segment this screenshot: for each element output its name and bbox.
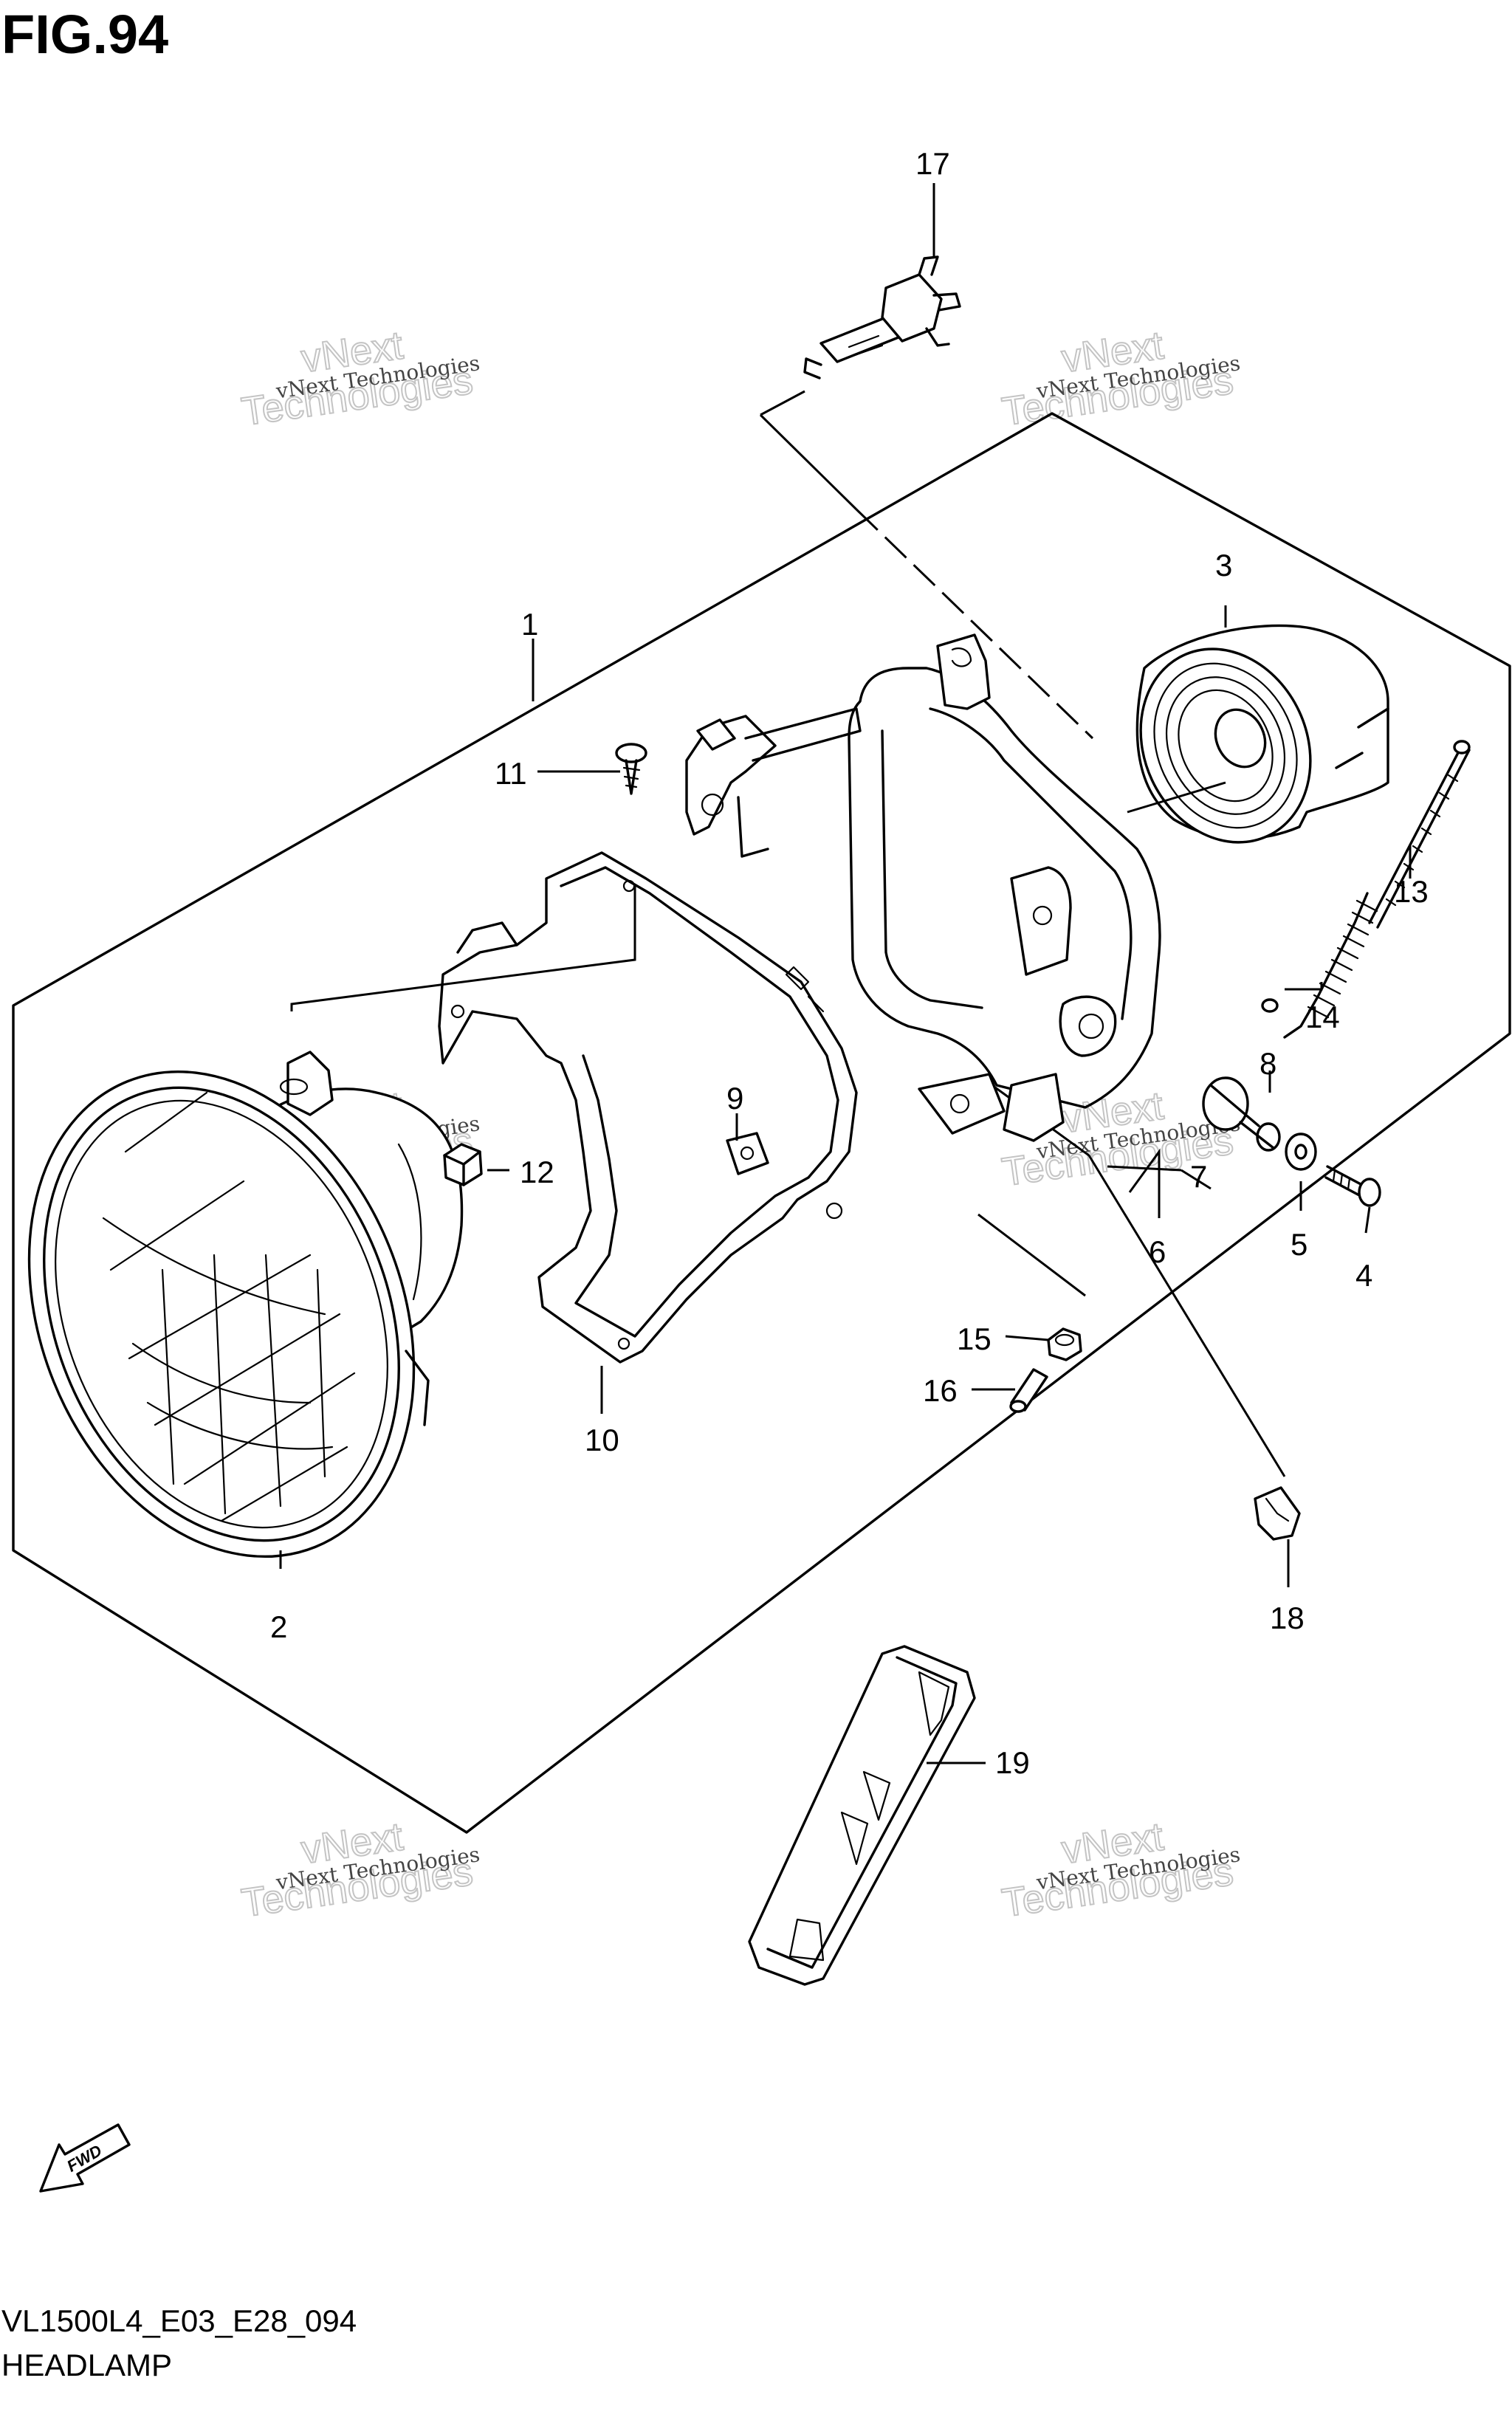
rubber-bushing xyxy=(1202,1076,1281,1152)
callout-15: 15 xyxy=(957,1322,992,1356)
bolt-4 xyxy=(1324,1165,1381,1207)
diagram-name: HEADLAMP xyxy=(1,2348,172,2382)
callout-11: 11 xyxy=(495,756,527,791)
model-code: VL1500L4_E03_E28_094 xyxy=(1,2303,357,2338)
bulb xyxy=(760,255,961,416)
callout-leaders xyxy=(279,183,1412,1764)
callout-14: 14 xyxy=(1305,1000,1340,1034)
callout-1: 1 xyxy=(521,607,538,642)
callout-6: 6 xyxy=(1149,1234,1166,1269)
nut xyxy=(443,1143,483,1186)
adjuster-bolt xyxy=(1368,740,1471,929)
figure-title: FIG.94 xyxy=(1,4,168,65)
leader-bulb-dash xyxy=(855,508,1094,740)
headlamp-bracket xyxy=(848,633,1161,1142)
fwd-arrow-icon: FWD xyxy=(39,2123,131,2193)
screw-18 xyxy=(1254,1486,1301,1541)
callout-2: 2 xyxy=(270,1609,287,1644)
callout-18: 18 xyxy=(1270,1601,1305,1635)
callout-10: 10 xyxy=(585,1423,619,1457)
callout-9: 9 xyxy=(726,1081,743,1116)
leader-grommet xyxy=(977,1213,1086,1297)
callout-3: 3 xyxy=(1215,548,1232,582)
callout-19: 19 xyxy=(995,1745,1030,1780)
callout-12: 12 xyxy=(520,1155,554,1189)
screw-11 xyxy=(615,743,647,795)
upper-mounting-bracket xyxy=(685,707,862,858)
washer xyxy=(1285,1133,1317,1171)
grommet xyxy=(1047,1327,1082,1361)
callout-17: 17 xyxy=(915,146,950,181)
spring xyxy=(1261,892,1378,1039)
callout-5: 5 xyxy=(1291,1227,1307,1262)
leader-bulb xyxy=(759,413,858,511)
bracket-frame xyxy=(438,851,858,1364)
callout-16: 16 xyxy=(923,1373,958,1408)
headlamp-unit xyxy=(27,1051,464,1558)
reflector xyxy=(748,1645,976,1986)
callout-13: 13 xyxy=(1394,874,1429,909)
collar xyxy=(1009,1368,1048,1413)
callout-8: 8 xyxy=(1260,1046,1276,1081)
callout-7: 7 xyxy=(1190,1159,1207,1194)
callout-numbers: 1 2 3 4 5 6 7 8 9 10 11 12 13 14 15 16 1… xyxy=(270,146,1429,1780)
assembly-outline xyxy=(12,412,1511,1834)
socket-cover xyxy=(1135,624,1389,844)
callout-4: 4 xyxy=(1355,1258,1372,1293)
